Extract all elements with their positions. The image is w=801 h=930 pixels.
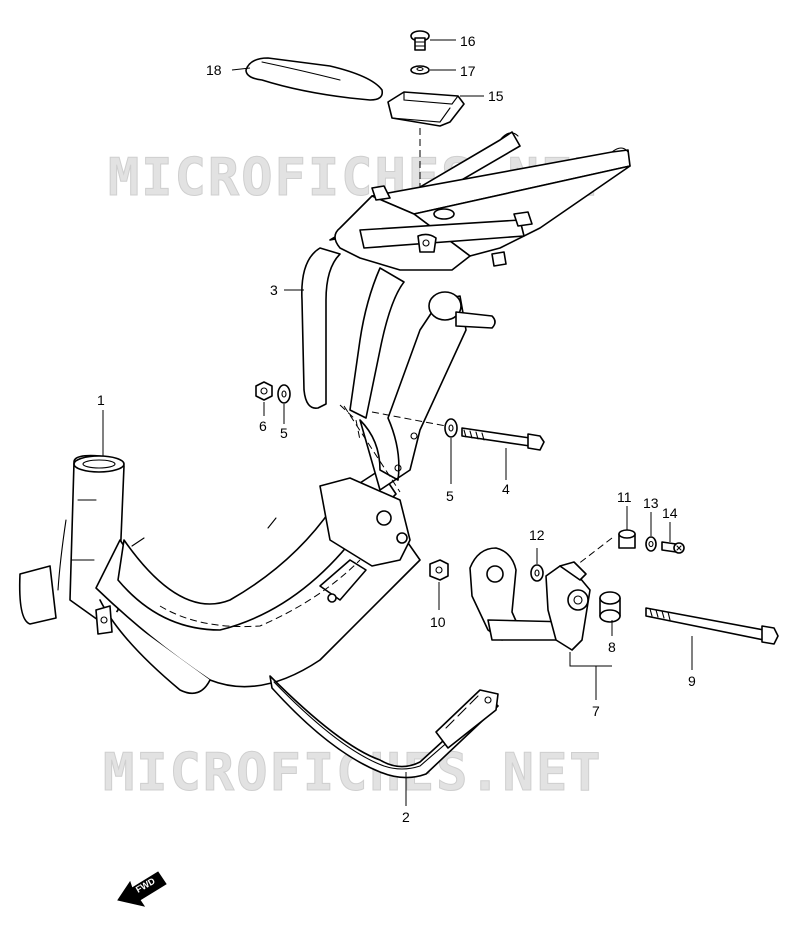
part-9-long-bolt bbox=[645, 607, 779, 645]
part-15-bracket bbox=[387, 91, 465, 127]
callout-1: 1 bbox=[97, 392, 105, 408]
callout-16: 16 bbox=[460, 33, 476, 49]
callout-18: 18 bbox=[206, 62, 222, 78]
part-12-washer bbox=[530, 564, 544, 582]
callout-15: 15 bbox=[488, 88, 504, 104]
callout-17: 17 bbox=[460, 63, 476, 79]
callout-10: 10 bbox=[430, 614, 446, 630]
part-1-main-frame bbox=[18, 291, 496, 695]
part-14-bolt bbox=[661, 541, 685, 554]
part-8-collar bbox=[599, 591, 621, 623]
callout-14: 14 bbox=[662, 505, 678, 521]
callout-6: 6 bbox=[259, 418, 267, 434]
part-11-collar bbox=[618, 529, 636, 549]
callout-7: 7 bbox=[592, 703, 600, 719]
part-5-washer-lower bbox=[444, 418, 458, 438]
part-10-nut bbox=[429, 559, 449, 581]
fwd-arrow-icon: FWD bbox=[117, 871, 167, 907]
part-7-stand-bracket bbox=[469, 547, 591, 651]
callout-4: 4 bbox=[502, 481, 510, 497]
callout-3: 3 bbox=[270, 282, 278, 298]
part-13-washer bbox=[645, 536, 657, 552]
callout-12: 12 bbox=[529, 527, 545, 543]
part-18-pad bbox=[245, 57, 384, 101]
part-2-foot-step bbox=[269, 675, 499, 779]
part-6-nut bbox=[255, 381, 273, 401]
part-3-rear-frame bbox=[301, 131, 631, 419]
callout-13: 13 bbox=[643, 495, 659, 511]
leader-lines bbox=[102, 39, 693, 806]
part-5-washer-upper bbox=[277, 384, 291, 404]
callout-2: 2 bbox=[402, 809, 410, 825]
callout-5-upper: 5 bbox=[280, 425, 288, 441]
callout-11: 11 bbox=[617, 489, 632, 505]
part-16-screw bbox=[410, 30, 430, 51]
callout-5-lower: 5 bbox=[446, 488, 454, 504]
callout-8: 8 bbox=[608, 639, 616, 655]
callout-9: 9 bbox=[688, 673, 696, 689]
part-4-bolt bbox=[461, 427, 545, 451]
part-17-washer bbox=[410, 65, 430, 75]
